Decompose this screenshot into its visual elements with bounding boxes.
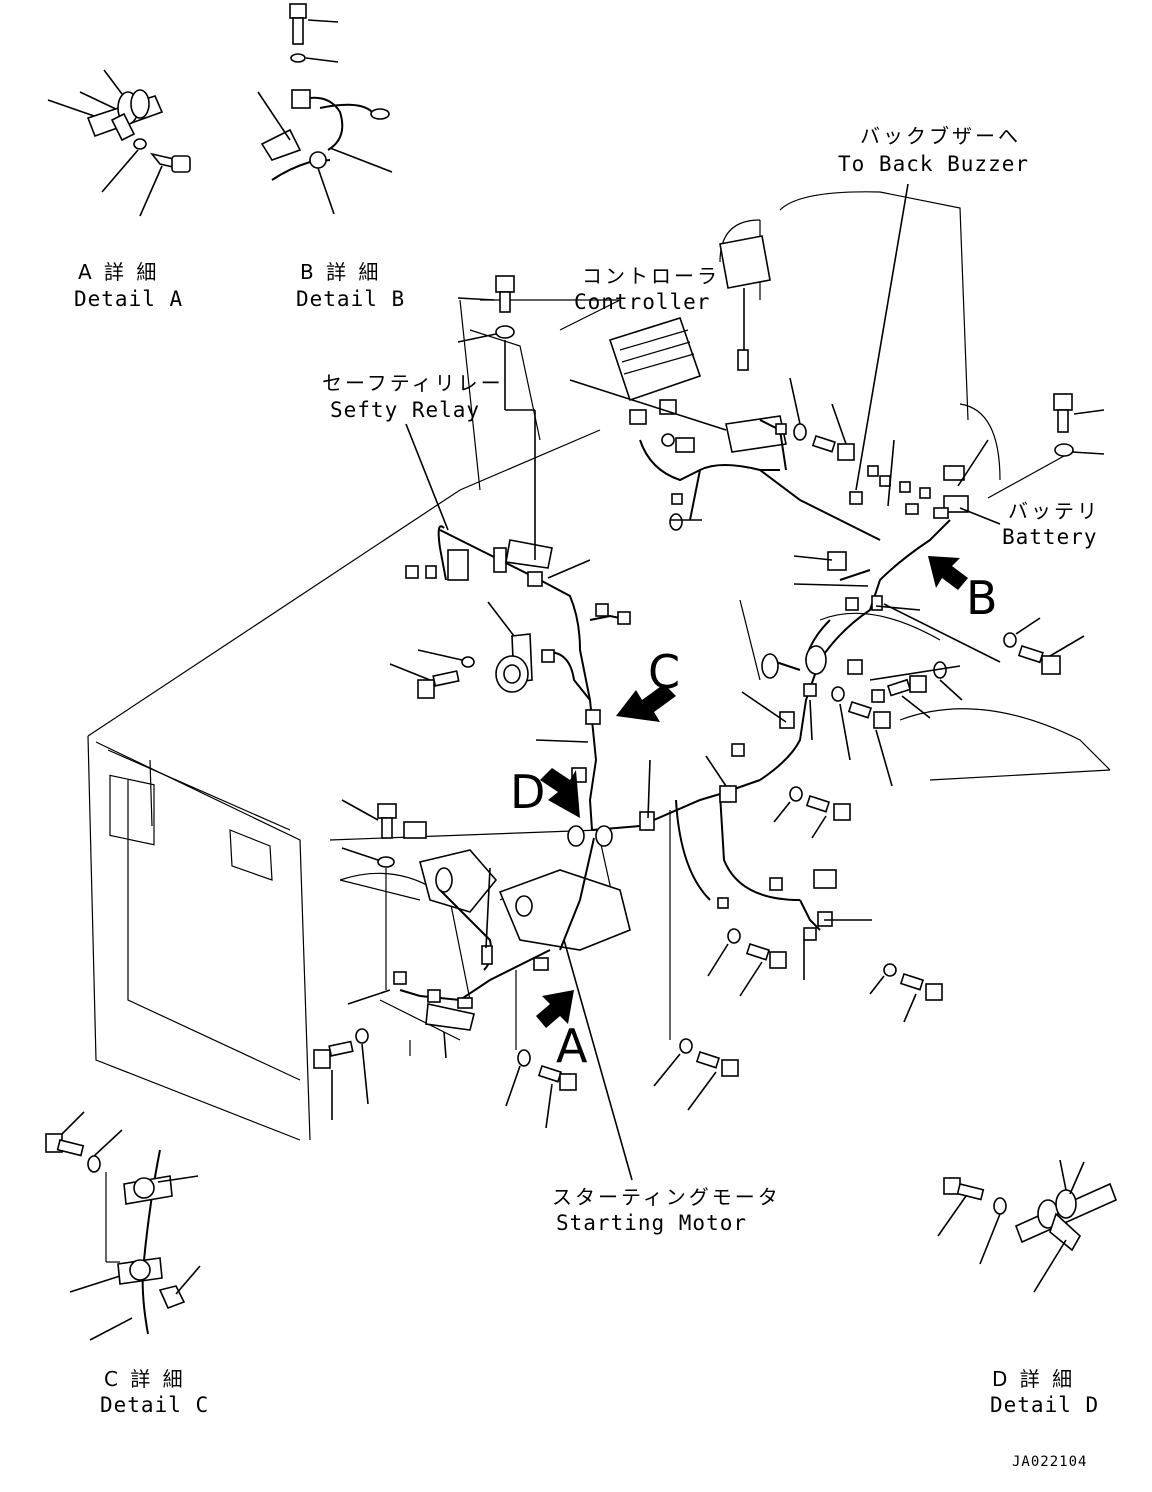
detail-b-title-en: Detail B bbox=[296, 287, 405, 311]
back-buzzer-unit bbox=[719, 235, 771, 371]
detail-d-title-jp: D 詳 細 bbox=[992, 1367, 1075, 1391]
detail-c-drawing: C 詳 細 Detail C bbox=[45, 1111, 209, 1417]
drawing-code: JA022104 bbox=[1012, 1454, 1087, 1470]
battery-label-jp: バッテリ bbox=[1008, 499, 1100, 523]
view-arrow-b-label: B bbox=[966, 571, 998, 625]
view-arrow-c-label: C bbox=[648, 645, 680, 699]
starting-motor-label-en: Starting Motor bbox=[556, 1211, 747, 1235]
controller-label-jp: コントローラ bbox=[582, 264, 720, 288]
leader-lines bbox=[405, 183, 1001, 1181]
detail-d-drawing: D 詳 細 Detail D bbox=[937, 1159, 1118, 1417]
battery-label-en: Battery bbox=[1002, 525, 1098, 549]
detail-a-title-en: Detail A bbox=[74, 287, 183, 311]
view-arrow-d-label: D bbox=[510, 765, 545, 819]
machine-body-outline bbox=[87, 191, 1111, 1141]
controller-label-en: Controller bbox=[574, 290, 710, 314]
callout-labels: バックブザーへ To Back Buzzer コントローラ Controller… bbox=[322, 124, 1100, 1235]
view-arrow-a-label: A bbox=[556, 1019, 588, 1073]
horn bbox=[495, 633, 533, 693]
harness-clamps bbox=[393, 423, 885, 1031]
starting-motor bbox=[339, 849, 631, 951]
starting-motor-label-jp: スターティングモータ bbox=[552, 1185, 781, 1209]
battery-terminals bbox=[867, 465, 969, 519]
bolts-and-washers bbox=[313, 275, 1105, 1129]
detail-c-title-jp: C 詳 細 bbox=[104, 1367, 186, 1391]
back-buzzer-label-en: To Back Buzzer bbox=[838, 152, 1029, 176]
detail-c-title-en: Detail C bbox=[100, 1393, 209, 1417]
controller-unit bbox=[608, 317, 787, 453]
view-arrows: C D A B bbox=[510, 556, 998, 1073]
detail-b-drawing: B 詳 細 Detail B bbox=[257, 3, 405, 311]
detail-b-title-jp: B 詳 細 bbox=[300, 260, 381, 284]
detail-d-title-en: Detail D bbox=[990, 1393, 1099, 1417]
safety-relay-label-jp: セーフティリレー bbox=[322, 371, 504, 395]
detail-a-drawing: A 詳 細 Detail A bbox=[47, 69, 191, 311]
safety-relay-label-en: Sefty Relay bbox=[330, 398, 480, 422]
main-wire-harness bbox=[399, 419, 951, 1002]
detail-a-title-jp: A 詳 細 bbox=[78, 260, 159, 284]
back-buzzer-label-jp: バックブザーへ bbox=[860, 124, 1021, 148]
